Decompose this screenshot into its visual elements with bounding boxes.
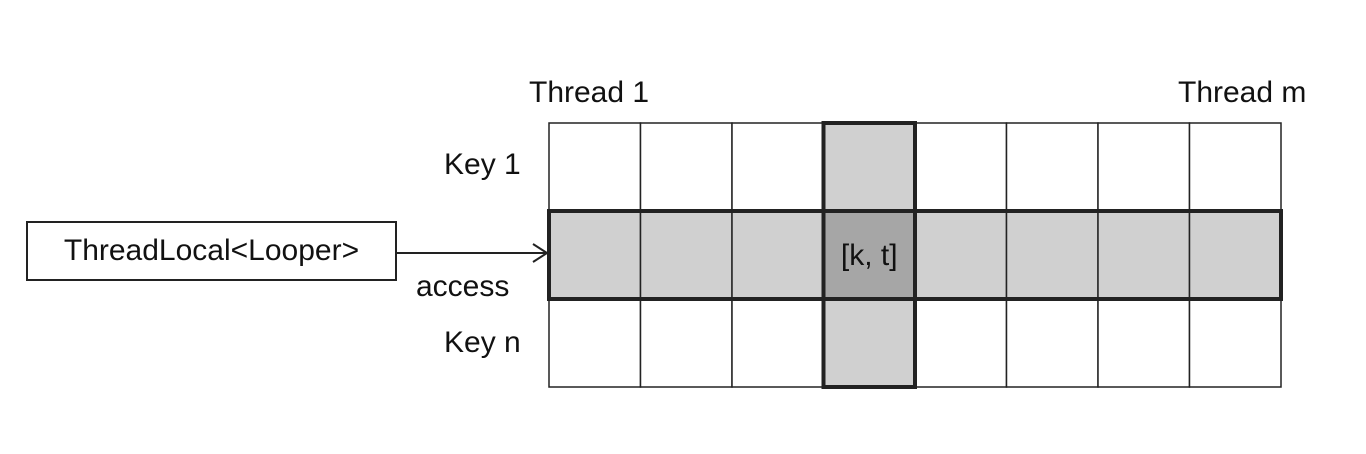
grid-cell-r1-c5 bbox=[914, 122, 1008, 212]
thread-first-label: Thread 1 bbox=[529, 76, 650, 109]
grid-cell-r1-c3 bbox=[731, 122, 825, 212]
highlight-column-outline bbox=[821, 121, 917, 389]
key-first-label: Key 1 bbox=[444, 148, 521, 181]
grid-cell-r3-c1 bbox=[548, 298, 642, 388]
threadlocal-box: ThreadLocal<Looper> bbox=[26, 221, 397, 281]
grid-cell-r1-c1 bbox=[548, 122, 642, 212]
grid-cell-r1-c2 bbox=[639, 122, 733, 212]
grid-cell-r2-c4 bbox=[822, 210, 916, 300]
intersection-cell-label: [k, t] bbox=[841, 239, 898, 272]
grid-cell-r1-c6 bbox=[1005, 122, 1099, 212]
grid-cell-r1-c4 bbox=[822, 122, 916, 212]
grid-cell-r2-c5 bbox=[914, 210, 1008, 300]
grid-cell-r3-c3 bbox=[731, 298, 825, 388]
grid-cell-r1-c8 bbox=[1188, 122, 1282, 212]
grid-cell-r3-c2 bbox=[639, 298, 733, 388]
grid-cell-r2-c1 bbox=[548, 210, 642, 300]
grid-cell-r3-c8 bbox=[1188, 298, 1282, 388]
threadlocal-label: ThreadLocal<Looper> bbox=[63, 234, 360, 267]
grid-cell-r3-c6 bbox=[1005, 298, 1099, 388]
grid-cell-r2-c7 bbox=[1097, 210, 1191, 300]
grid-cell-r2-c2 bbox=[639, 210, 733, 300]
grid-cell-r2-c6 bbox=[1005, 210, 1099, 300]
access-label: access bbox=[416, 270, 510, 303]
grid-cell-r3-c4 bbox=[822, 298, 916, 388]
thread-last-label: Thread m bbox=[1178, 76, 1307, 109]
key-last-label: Key n bbox=[444, 326, 521, 359]
grid-cell-r2-c8 bbox=[1188, 210, 1282, 300]
grid-cell-r2-c3 bbox=[731, 210, 825, 300]
grid-cell-r3-c5 bbox=[914, 298, 1008, 388]
grid-cell-r1-c7 bbox=[1097, 122, 1191, 212]
grid-cell-r3-c7 bbox=[1097, 298, 1191, 388]
